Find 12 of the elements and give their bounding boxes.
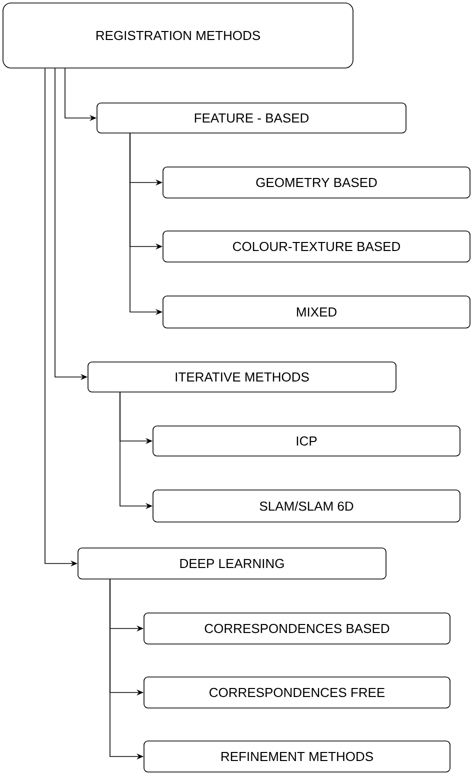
category-box: ITERATIVE METHODS <box>88 362 396 392</box>
category-box: ICP <box>152 426 460 456</box>
root-box: REGISTRATION METHODS <box>2 2 354 68</box>
category-box: SLAM/SLAM 6D <box>152 490 460 522</box>
category-box: CORRESPONDENCES FREE <box>144 676 450 708</box>
category-box: FEATURE - BASED <box>96 102 406 134</box>
category-box: MIXED <box>162 296 470 328</box>
category-box: COLOUR-TEXTURE BASED <box>162 230 470 262</box>
category-box: REFINEMENT METHODS <box>144 740 450 772</box>
category-box: DEEP LEARNING <box>78 548 386 580</box>
category-box: GEOMETRY BASED <box>162 166 470 198</box>
category-box: CORRESPONDENCES BASED <box>144 612 450 644</box>
